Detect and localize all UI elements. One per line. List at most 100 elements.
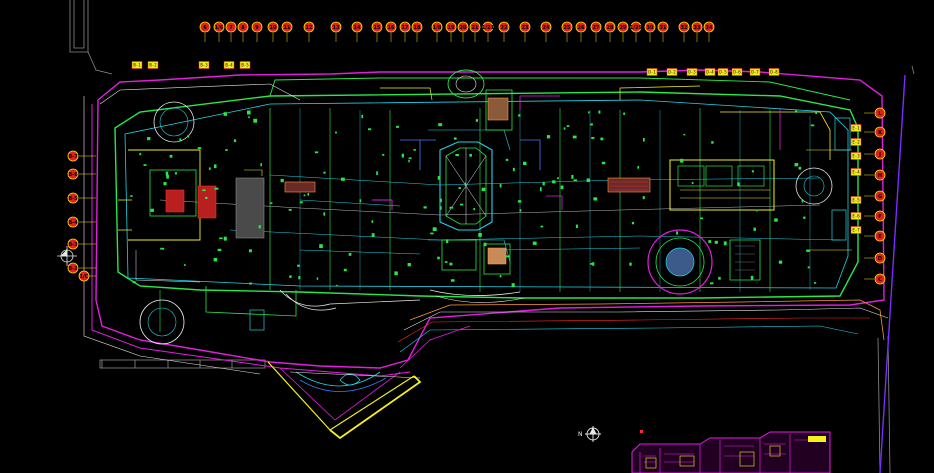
grid-bubble-label: 29 bbox=[620, 25, 627, 31]
grid-bubble-label: 16 bbox=[388, 25, 395, 31]
fixture-mark bbox=[623, 112, 625, 115]
fixture-mark bbox=[499, 275, 502, 278]
fixture-mark bbox=[147, 137, 151, 141]
grid-bubble-top: 19 bbox=[445, 21, 457, 33]
grid-bubble-label: 1/C bbox=[80, 274, 89, 280]
grid-bubble-top: 32 bbox=[678, 21, 690, 33]
fixture-mark bbox=[289, 275, 292, 278]
fixture-mark bbox=[233, 139, 237, 142]
grid-bubble-label: 12 bbox=[306, 25, 313, 31]
grid-bubble-top: 30 bbox=[644, 21, 656, 33]
fixture-mark bbox=[323, 212, 326, 216]
grid-bubble-circle bbox=[519, 21, 531, 33]
grid-bubble-label: 21 bbox=[472, 25, 479, 31]
fixture-mark bbox=[593, 197, 598, 201]
grid-bubble-top: 7 bbox=[225, 21, 237, 33]
grid-bubble-label: D bbox=[878, 256, 882, 262]
grid-bubble-label: 10 bbox=[270, 25, 277, 31]
fixture-mark bbox=[460, 203, 464, 206]
grid-bubble-circle bbox=[703, 21, 715, 33]
section-tag-label: B-4 bbox=[225, 63, 233, 68]
fixture-mark bbox=[413, 149, 416, 151]
section-tag-label: B-2 bbox=[149, 63, 157, 68]
grid-bubble-label: 7 bbox=[229, 25, 233, 31]
grid-bubble-circle bbox=[561, 21, 573, 33]
section-tag-label: D-5 bbox=[719, 70, 727, 75]
fixture-mark bbox=[629, 262, 632, 266]
fixture-mark bbox=[590, 123, 593, 126]
fixture-mark bbox=[711, 141, 714, 144]
section-tag-label: D-8 bbox=[770, 70, 778, 75]
grid-bubble-circle bbox=[630, 21, 642, 33]
grid-bubble-label: F bbox=[878, 214, 881, 220]
fixture-mark bbox=[248, 116, 250, 119]
section-tag: B-2 bbox=[147, 61, 159, 69]
mark bbox=[640, 430, 643, 433]
fixture-mark bbox=[446, 239, 449, 244]
fixture-mark bbox=[335, 131, 337, 134]
fixture-mark bbox=[560, 185, 564, 190]
section-tag: D-1 bbox=[646, 68, 658, 76]
fixture-mark bbox=[566, 125, 570, 127]
grid-bubble-right: K bbox=[874, 126, 886, 138]
section-tag-box bbox=[850, 168, 862, 176]
grid-bubble-circle bbox=[469, 21, 481, 33]
fixture-mark bbox=[676, 231, 679, 235]
fixture-mark bbox=[223, 236, 227, 241]
fixture-mark bbox=[323, 171, 326, 174]
fixture-mark bbox=[601, 161, 606, 165]
grid-bubble-circle bbox=[575, 21, 587, 33]
grid-bubble-top: 13 bbox=[330, 21, 342, 33]
fixture-mark bbox=[174, 172, 177, 175]
fixture-mark bbox=[299, 201, 303, 204]
fixture-mark bbox=[455, 154, 459, 157]
section-tag-label: D-3 bbox=[688, 70, 696, 75]
grid-bubble-circle bbox=[691, 21, 703, 33]
section-tag-box bbox=[850, 196, 862, 204]
fixture-mark bbox=[179, 138, 182, 142]
fixture-mark bbox=[202, 189, 206, 192]
fixture-mark bbox=[438, 123, 443, 127]
fixture-mark bbox=[205, 196, 208, 199]
grid-bubble-circle bbox=[385, 21, 397, 33]
fixture-mark bbox=[371, 220, 374, 223]
section-tag-label: D-1 bbox=[648, 70, 656, 75]
grid-bubble-label: B-4 bbox=[68, 220, 78, 226]
grid-bubble-left: B-3 bbox=[67, 238, 79, 250]
fixture-mark bbox=[401, 153, 404, 158]
fixture-mark bbox=[165, 171, 169, 176]
fixture-mark bbox=[475, 119, 478, 122]
fixture-mark bbox=[376, 171, 378, 176]
grid-bubble-circle bbox=[874, 169, 886, 181]
section-tag-label: B-5 bbox=[241, 63, 249, 68]
section-tag: D-6 bbox=[731, 68, 743, 76]
grid-bubble-circle bbox=[617, 21, 629, 33]
grid-bubble-top: 12 bbox=[303, 21, 315, 33]
section-tag-label: D-6 bbox=[733, 70, 741, 75]
grid-bubble-circle bbox=[874, 230, 886, 242]
section-tag: D-2 bbox=[666, 68, 678, 76]
grid-bubble-circle bbox=[399, 21, 411, 33]
grid-bubble-label: 19 bbox=[448, 25, 455, 31]
grid-bubble-circle bbox=[874, 252, 886, 264]
fixture-mark bbox=[815, 110, 817, 114]
grid-bubble-circle bbox=[874, 210, 886, 222]
fixture-mark bbox=[546, 135, 551, 139]
section-tag: E-1 bbox=[850, 124, 862, 132]
fixture-mark bbox=[297, 264, 300, 267]
fixture-mark bbox=[637, 166, 639, 169]
grid-bubble-label: 33 bbox=[694, 25, 701, 31]
grid-bubble-top: 22 bbox=[498, 21, 510, 33]
fixture-mark bbox=[750, 275, 754, 280]
fixture-mark bbox=[407, 263, 411, 267]
fixture-mark bbox=[473, 208, 476, 211]
section-tag: B-4 bbox=[223, 61, 235, 69]
section-tag-box bbox=[850, 124, 862, 132]
section-tag-box bbox=[768, 68, 780, 76]
fixture-mark bbox=[710, 282, 714, 285]
fixture-mark bbox=[458, 187, 461, 189]
fixture-mark bbox=[382, 153, 385, 156]
grid-bubble-top: 33 bbox=[691, 21, 703, 33]
grid-bubble-label: K bbox=[878, 130, 883, 136]
fixture-mark bbox=[751, 170, 754, 173]
